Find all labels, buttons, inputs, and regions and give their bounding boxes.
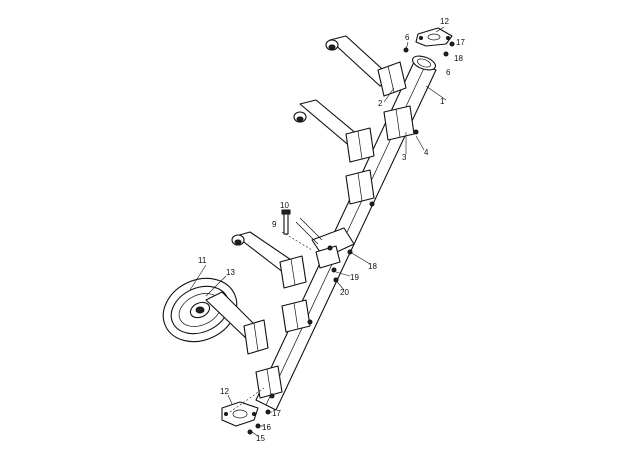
arm-assembly-2 [293,99,375,163]
callout-13: 13 [226,268,235,277]
callout-19-mid: 19 [350,273,359,282]
callout-19-top: 18 [454,54,463,63]
callout-9: 9 [272,220,277,229]
callout-18-mid: 18 [368,262,377,271]
callout-15: 15 [256,434,265,443]
tube-clamp-3 [281,299,311,333]
arm-assembly-3 [231,231,307,289]
callout-leaders [189,26,447,437]
tube-clamp-4 [243,319,269,355]
bottom-flange-plate [221,401,259,427]
callout-12-top: 12 [440,17,449,26]
callout-17: 17 [272,409,281,418]
callout-2: 2 [378,99,383,108]
assembly-guides [229,231,313,413]
callout-6-top-right: 6 [446,68,451,77]
callout-labels: 12 17 18 6 6 1 2 3 4 10 9 18 19 20 11 13… [198,17,465,443]
tube-clamp-1 [383,105,415,141]
callout-4: 4 [424,148,429,157]
callout-20: 20 [340,288,349,297]
tube-clamp-2 [345,169,375,205]
callout-18-top: 17 [456,38,465,47]
callout-11: 11 [198,256,207,265]
arm-assembly-1 [325,35,407,97]
bolt-9-10 [281,209,291,235]
gauge-wheel [162,277,263,343]
top-flange-plate [415,27,453,47]
callout-16: 16 [262,423,271,432]
callout-12-bottom: 12 [220,387,229,396]
callout-3: 3 [402,153,407,162]
callout-1: 1 [440,97,445,106]
tube-clamp-5 [255,365,283,399]
callout-10: 10 [280,201,289,210]
callout-6-top-left: 6 [405,33,410,42]
center-bracket [295,217,355,269]
